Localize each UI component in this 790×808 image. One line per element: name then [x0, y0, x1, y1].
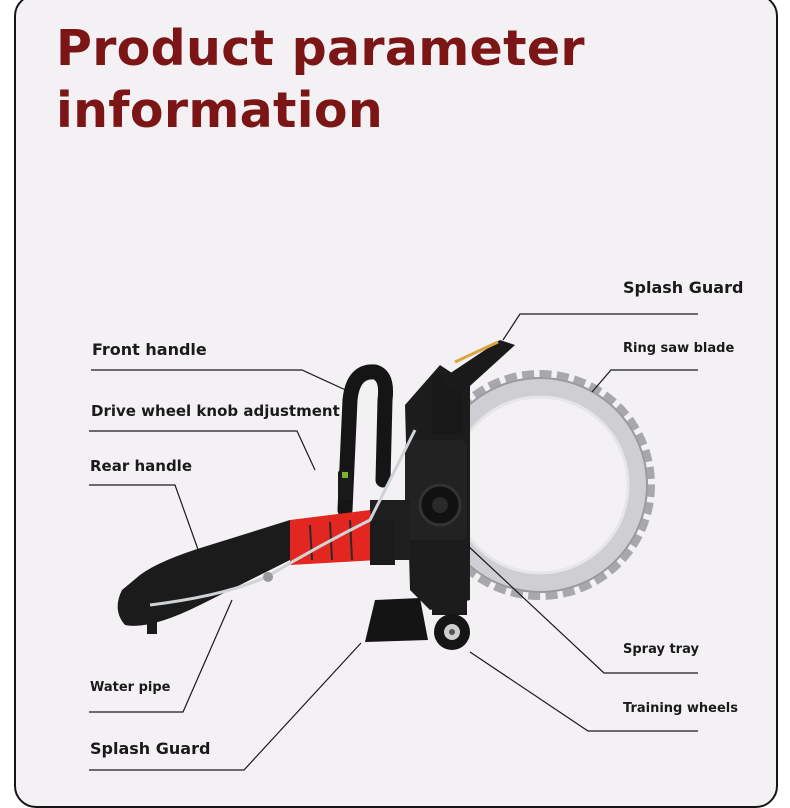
leader-training-wheels — [469, 651, 698, 732]
water-pipe-graphic — [149, 429, 417, 607]
leader-lines — [89, 313, 698, 771]
training-wheels-graphic — [432, 585, 470, 650]
label-splash-guard-top: Splash Guard — [623, 278, 744, 297]
front-handle-graphic — [337, 364, 393, 518]
label-splash-guard-bottom: Splash Guard — [90, 739, 211, 758]
leader-ring-saw-blade — [591, 369, 698, 393]
leader-spray-tray — [466, 544, 698, 674]
leader-front-handle — [91, 369, 351, 393]
splash-guard-top-graphic — [440, 340, 515, 395]
leader-splash-guard-top — [502, 313, 698, 341]
leader-drive-wheel-knob — [89, 430, 316, 471]
title-line-1: Product parameter — [56, 20, 585, 77]
spray-tray-graphic — [365, 598, 428, 642]
drive-knob-graphic — [338, 470, 352, 500]
label-water-pipe: Water pipe — [90, 680, 171, 695]
gearbox-body-graphic — [370, 365, 470, 610]
label-rear-handle: Rear handle — [90, 457, 192, 475]
label-spray-tray: Spray tray — [623, 642, 699, 657]
label-drive-wheel-knob-adjustment: Drive wheel knob adjustment — [91, 402, 340, 420]
label-ring-saw-blade: Ring saw blade — [623, 341, 735, 356]
ring-saw-illustration — [89, 313, 698, 771]
leader-rear-handle — [89, 484, 201, 556]
label-front-handle: Front handle — [92, 340, 207, 359]
rear-handle-graphic — [117, 510, 395, 634]
splash-guard-accent — [454, 340, 499, 364]
leader-water-pipe — [89, 599, 233, 713]
pipe-connector-graphic — [263, 572, 273, 582]
page-title: Product parameter information — [56, 18, 585, 142]
leader-splash-guard-bottom — [89, 642, 362, 771]
label-training-wheels: Training wheels — [623, 701, 738, 716]
title-line-2: information — [56, 82, 384, 139]
level-indicator-graphic — [342, 472, 348, 478]
